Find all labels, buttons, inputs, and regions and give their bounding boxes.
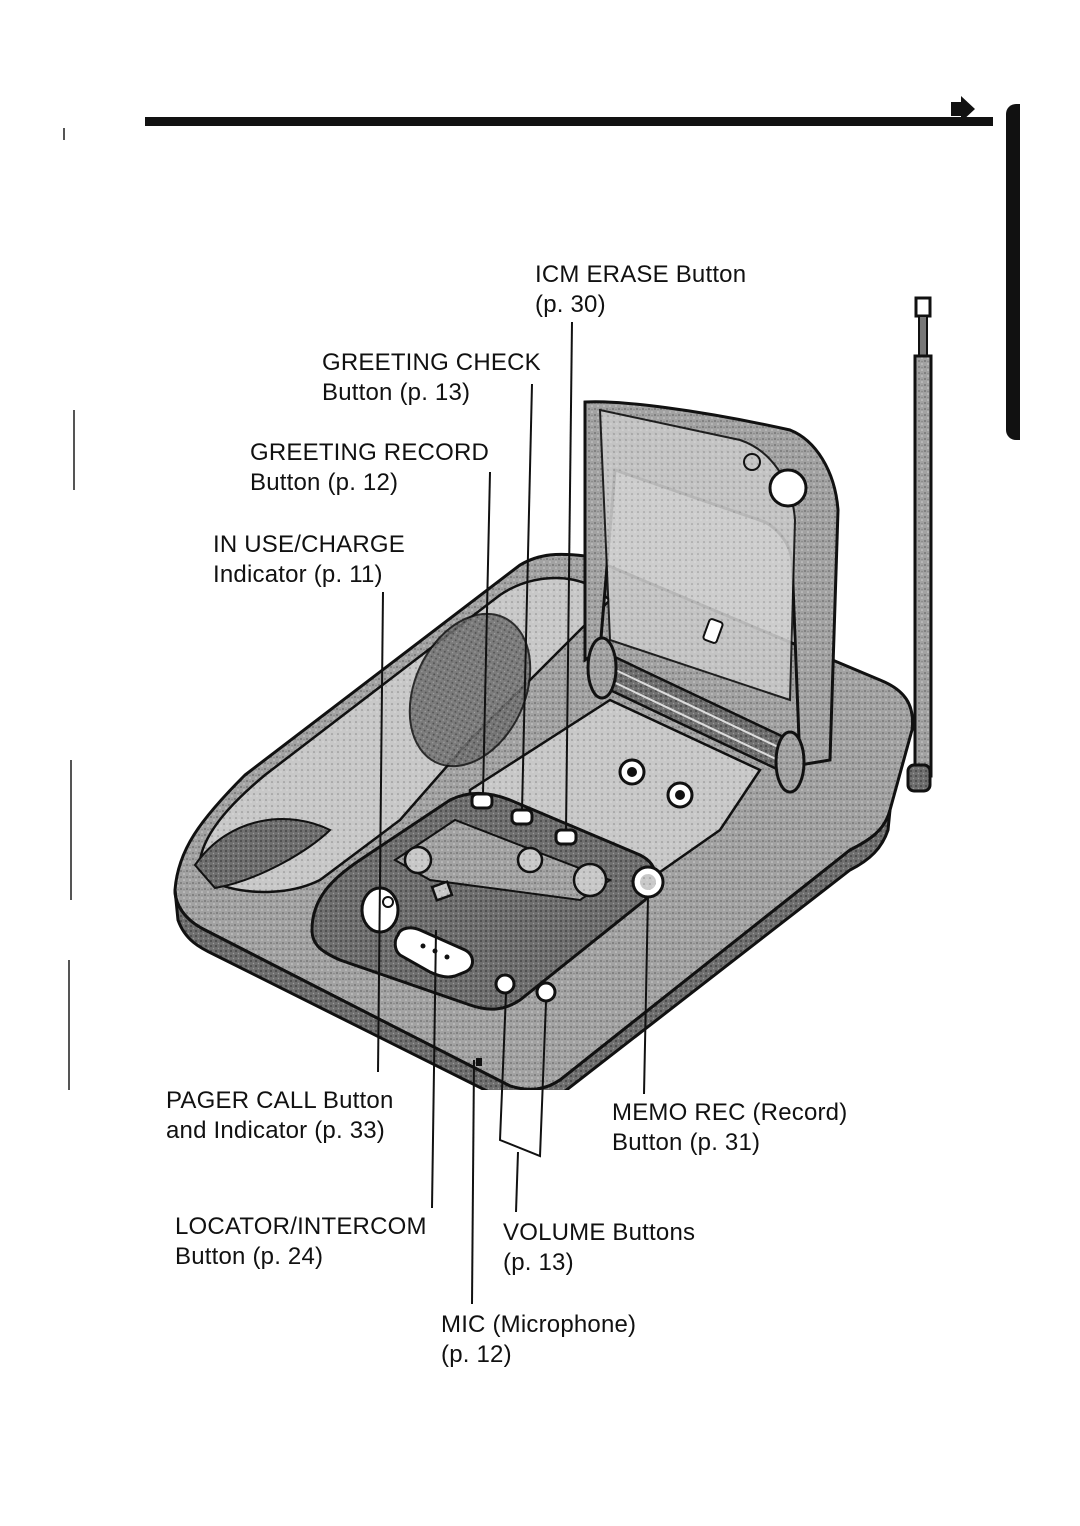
label-mic: MIC (Microphone) (p. 12) bbox=[441, 1310, 636, 1370]
greeting-record-key bbox=[470, 792, 494, 810]
scan-mark bbox=[70, 760, 72, 900]
label-in-use-charge-page: Indicator (p. 11) bbox=[213, 561, 383, 588]
label-locator-intercom-page: Button (p. 24) bbox=[175, 1243, 324, 1270]
label-volume-name: VOLUME Buttons bbox=[503, 1219, 696, 1246]
label-pager-call-page: and Indicator (p. 33) bbox=[166, 1117, 385, 1144]
label-memo-rec-name: MEMO REC (Record) bbox=[612, 1099, 848, 1126]
label-icm-erase-page: (p. 30) bbox=[535, 291, 606, 318]
scan-mark bbox=[68, 960, 70, 1090]
mic-opening bbox=[476, 1058, 482, 1066]
label-in-use-charge-name: IN USE/CHARGE bbox=[213, 531, 405, 558]
section-tab bbox=[1006, 104, 1020, 440]
label-pager-call-name: PAGER CALL Button bbox=[166, 1087, 394, 1114]
label-volume: VOLUME Buttons (p. 13) bbox=[503, 1218, 695, 1278]
greeting-check-key bbox=[510, 808, 534, 826]
label-greeting-record-name: GREETING RECORD bbox=[250, 439, 490, 466]
scan-mark bbox=[73, 410, 75, 490]
scan-mark bbox=[63, 128, 65, 140]
label-locator-intercom: LOCATOR/INTERCOM Button (p. 24) bbox=[175, 1212, 427, 1272]
label-memo-rec-page: Button (p. 31) bbox=[612, 1129, 761, 1156]
label-icm-erase-name: ICM ERASE Button bbox=[535, 261, 747, 288]
volume-up-key bbox=[535, 981, 557, 1003]
label-in-use-charge: IN USE/CHARGE Indicator (p. 11) bbox=[213, 530, 405, 590]
label-mic-name: MIC (Microphone) bbox=[441, 1311, 637, 1338]
label-icm-erase: ICM ERASE Button (p. 30) bbox=[535, 260, 746, 320]
telephone-base-illustration bbox=[173, 296, 933, 1090]
label-greeting-record: GREETING RECORD Button (p. 12) bbox=[250, 438, 489, 498]
volume-down-key bbox=[494, 973, 516, 995]
label-greeting-record-page: Button (p. 12) bbox=[250, 469, 399, 496]
label-greeting-check-name: GREETING CHECK bbox=[322, 349, 541, 376]
header-rule bbox=[145, 117, 993, 126]
continue-arrow-icon bbox=[951, 96, 975, 122]
label-mic-page: (p. 12) bbox=[441, 1341, 512, 1368]
icm-erase-key bbox=[554, 828, 578, 846]
label-greeting-check: GREETING CHECK Button (p. 13) bbox=[322, 348, 541, 408]
label-volume-page: (p. 13) bbox=[503, 1249, 574, 1276]
label-greeting-check-page: Button (p. 13) bbox=[322, 379, 471, 406]
pager-call-key bbox=[360, 886, 400, 934]
label-memo-rec: MEMO REC (Record) Button (p. 31) bbox=[612, 1098, 847, 1158]
label-locator-intercom-name: LOCATOR/INTERCOM bbox=[175, 1213, 427, 1240]
antenna bbox=[906, 296, 933, 793]
lid-hinge bbox=[586, 636, 806, 794]
label-pager-call: PAGER CALL Button and Indicator (p. 33) bbox=[166, 1086, 394, 1146]
